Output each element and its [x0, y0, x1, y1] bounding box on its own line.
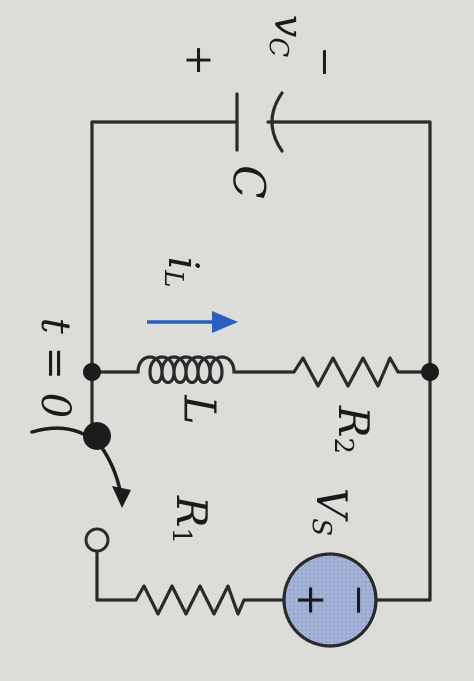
label-vc-minus: −	[304, 46, 348, 78]
label-vs: VS	[306, 488, 356, 536]
label-il: iL	[158, 257, 208, 288]
wire-left-bottom	[95, 550, 138, 602]
current-arrowhead-icon	[212, 311, 238, 333]
label-t0: t = 0	[32, 318, 78, 418]
switch-pivot-icon	[83, 422, 111, 450]
voltage-source-circle	[282, 552, 378, 648]
switch	[30, 422, 131, 553]
label-c: C	[223, 165, 274, 199]
switch-arrowhead-icon	[112, 486, 131, 508]
wires	[90, 120, 432, 602]
wire-top-right	[266, 120, 432, 602]
capacitor	[235, 91, 284, 153]
label-vs-plus: +	[288, 583, 334, 617]
voltage-source	[282, 552, 378, 648]
label-r2: R2	[328, 405, 378, 454]
switch-open-terminal	[84, 527, 110, 553]
wire-top-left	[90, 120, 239, 374]
capacitor-plate-curved	[270, 91, 284, 153]
junction-dot-icon	[421, 363, 439, 381]
resistor-r2	[292, 356, 400, 388]
resistor-r1	[134, 584, 246, 616]
label-vs-minus: −	[336, 583, 382, 617]
label-r1: R1	[166, 495, 216, 544]
junction-dot-icon	[83, 363, 101, 381]
labels: vC + − C iL t = 0 L R2 R1 VS + −	[32, 15, 382, 617]
label-l: L	[174, 394, 225, 424]
switch-motion-arrow	[30, 426, 124, 504]
label-vc-plus: +	[178, 44, 222, 76]
label-vc: vC	[263, 15, 311, 58]
inductor-coil	[136, 355, 256, 385]
current-arrow	[147, 311, 238, 333]
